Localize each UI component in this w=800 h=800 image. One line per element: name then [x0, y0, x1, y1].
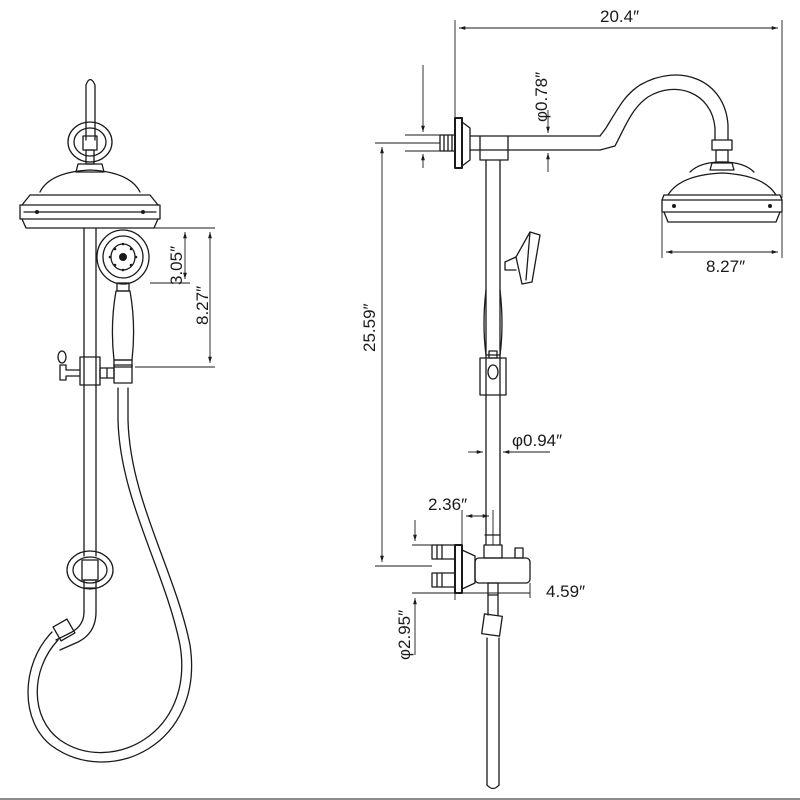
front-hand-shower [96, 229, 150, 368]
dim-height-label: 25.59″ [360, 303, 379, 352]
side-slider-holder [479, 350, 507, 396]
side-shower-head [661, 161, 783, 223]
front-wall-bracket-top [67, 78, 113, 165]
dim-hand-shower-diameter-label: 3.05″ [167, 246, 186, 285]
side-lower-outlet [481, 594, 503, 790]
dim-valve-width-label: 4.59″ [546, 582, 585, 601]
front-dimensions [135, 227, 215, 368]
dim-overall-width-label: 20.4″ [600, 7, 639, 26]
dim-riser-diameter-label: φ0.94″ [512, 431, 562, 450]
front-slider-holder [57, 350, 133, 386]
side-mixer-valve [431, 534, 531, 596]
dim-arm-diameter-label: φ0.78″ [532, 72, 551, 122]
front-hose [27, 387, 193, 763]
side-shower-arm [469, 74, 733, 163]
front-wall-bracket-bottom [52, 550, 114, 651]
dim-head-to-hand-shower-label: 8.27″ [193, 286, 212, 325]
dim-head-diameter-label: 8.27″ [706, 257, 745, 276]
side-hand-shower [483, 231, 541, 356]
front-shower-head [19, 163, 161, 229]
front-riser [83, 227, 97, 613]
dim-flange-diameter-label: φ2.95″ [395, 610, 414, 660]
side-riser [485, 159, 501, 546]
side-dimensions [375, 20, 783, 655]
side-wall-flange-top [439, 117, 471, 169]
side-view [0, 20, 800, 800]
front-view [19, 78, 215, 763]
dim-valve-offset-label: 2.36″ [428, 495, 467, 514]
